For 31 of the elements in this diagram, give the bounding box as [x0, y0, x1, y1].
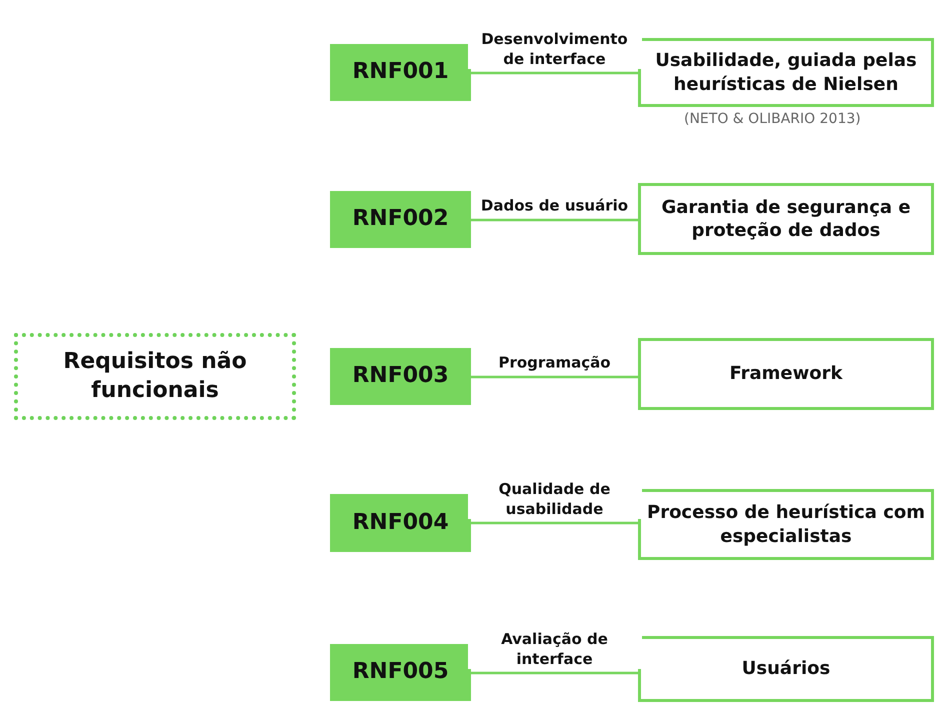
citation-text: (NETO & OLIBARIO 2013) — [684, 111, 861, 127]
edge-label: Desenvolvimento de interface — [468, 30, 642, 69]
node-text: Requisitos não funcionais — [62, 348, 248, 404]
edge-label: Qualidade de usabilidade — [468, 480, 642, 519]
requirement-code-box — [330, 44, 471, 101]
node-text: RNF001 — [352, 58, 449, 86]
node-text: Usabilidade, guiada pelas heurísticas de Nielsen — [654, 49, 918, 96]
description-box — [638, 338, 934, 410]
connector-line — [471, 218, 638, 222]
description-box — [638, 489, 934, 560]
node-text: RNF002 — [352, 205, 449, 234]
connector-line — [471, 522, 638, 524]
node-text: Usuários — [742, 657, 830, 681]
node-text: RNF005 — [352, 658, 449, 686]
node-text: Framework — [730, 362, 842, 386]
requirement-code-box — [330, 644, 471, 701]
connector-line — [471, 72, 638, 74]
requirement-code-box — [330, 348, 471, 405]
connector-line — [471, 376, 638, 378]
requirement-code-box — [330, 494, 471, 552]
category-box — [14, 333, 296, 420]
node-text: Processo de heurística com especialistas — [646, 501, 926, 548]
requirement-code-box — [330, 191, 471, 248]
connector-line — [471, 672, 638, 674]
node-text: Garantia de segurança e proteção de dados — [660, 196, 912, 242]
description-box — [638, 38, 934, 107]
description-box — [638, 636, 934, 702]
node-text: RNF004 — [352, 508, 449, 537]
edge-label: Avaliação de interface — [468, 630, 642, 669]
description-box — [638, 183, 934, 255]
node-text: RNF003 — [352, 362, 449, 390]
